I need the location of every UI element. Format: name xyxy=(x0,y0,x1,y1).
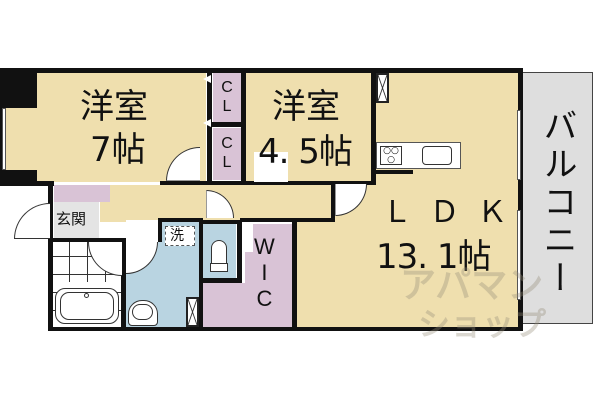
wall-entry-left xyxy=(48,182,53,331)
washroom-gap xyxy=(126,220,161,242)
hallway-lower xyxy=(100,218,160,220)
kitchen-sink xyxy=(422,146,452,165)
room2-size: 4. 5帖 xyxy=(258,132,353,172)
column-bottomleft xyxy=(0,170,37,184)
stove-icon: ○○○ xyxy=(380,146,402,165)
wall-room1-bottom2 xyxy=(160,181,375,185)
entrance-label: 玄関 xyxy=(56,210,87,228)
room1-size: 7帖 xyxy=(90,130,146,170)
closet2-l: L xyxy=(222,154,232,171)
sink-basin xyxy=(132,304,153,320)
wall-bottom xyxy=(48,327,523,331)
wic-door-gap xyxy=(245,224,253,252)
wall-toilet-box xyxy=(199,220,241,224)
closet2-c: C xyxy=(221,135,233,152)
wall-bath-right xyxy=(121,238,126,330)
toilet-tank xyxy=(210,263,228,272)
bathtub-inner xyxy=(60,292,114,320)
pipe-shaft-top xyxy=(376,73,389,103)
wall-wic-right xyxy=(292,222,297,330)
wic-w: W xyxy=(254,234,275,259)
wic-label: W I C xyxy=(254,234,275,312)
wall-kitchen xyxy=(375,170,413,174)
wall-wash-left xyxy=(158,218,162,242)
wic-i: I xyxy=(261,260,268,285)
wall-room2-right xyxy=(371,68,376,185)
shoe-storage xyxy=(54,185,110,202)
burner-icon: ○ xyxy=(387,155,395,165)
closet1-l: L xyxy=(222,98,232,115)
balcony-label: バルコニー xyxy=(537,108,577,298)
room2-name: 洋室 xyxy=(272,87,340,127)
closet1-label: C L xyxy=(220,78,234,116)
burner-icon: ○○ xyxy=(383,146,399,156)
washer-label-box xyxy=(165,226,195,246)
wall-hall-right xyxy=(331,181,335,221)
wall-toilet-right xyxy=(237,220,242,283)
closet-2 xyxy=(213,128,241,180)
wall-wash-top xyxy=(158,218,203,222)
wic-c: C xyxy=(256,286,273,311)
walk-in-closet-lower xyxy=(203,283,248,328)
room1-name: 洋室 xyxy=(80,87,148,127)
wall-wash-right xyxy=(199,218,203,330)
wall-hall-bottom xyxy=(240,218,297,222)
wall-closet-mid xyxy=(207,122,246,127)
wall-room1-bottom xyxy=(0,181,54,186)
wall-bath-top xyxy=(48,238,124,242)
wall-hall-ldk xyxy=(292,218,335,222)
watermark-line2: ショップ xyxy=(418,305,547,343)
ldk-label: Ｌ Ｄ Ｋ xyxy=(382,195,512,230)
door-entrance[interactable] xyxy=(14,203,50,239)
washroom-label: 洗 xyxy=(170,228,184,244)
closet1-c: C xyxy=(221,79,233,96)
watermark-line1: アパマン xyxy=(400,265,544,306)
wall-toilet-bottom xyxy=(199,278,242,283)
window-room1-left xyxy=(2,108,6,170)
wall-right xyxy=(518,68,523,331)
closet-1 xyxy=(213,72,241,122)
closet2-label: C L xyxy=(220,134,234,172)
drain-icon xyxy=(84,293,89,298)
closet-door-2[interactable] xyxy=(203,119,211,127)
entrance-floor xyxy=(54,202,99,238)
window-ldk-right-1 xyxy=(517,110,521,180)
window-ldk-right-2 xyxy=(517,210,521,300)
wall-top xyxy=(0,68,523,73)
column-topleft xyxy=(0,68,37,108)
door-room2[interactable] xyxy=(254,152,288,182)
closet-door-1[interactable] xyxy=(203,75,211,83)
ldk-size: 13. 1帖 xyxy=(376,237,492,277)
pipe-shaft-bottom xyxy=(186,297,199,327)
